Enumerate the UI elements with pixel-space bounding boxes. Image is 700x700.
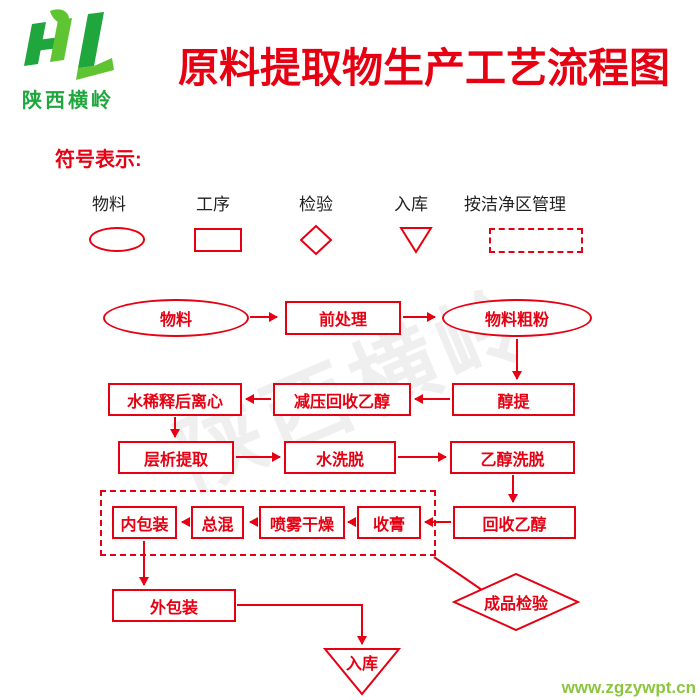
legend-label-process: 工序 [196,195,230,214]
flow-node-ethanol-recovery: 回收乙醇 [453,506,576,539]
flow-node-total-mixing: 总混 [191,506,244,539]
legend-label-clean-area: 按洁净区管理 [464,195,566,214]
legend-triangle-shape [399,227,433,254]
company-name: 陕西横岭 [22,90,114,112]
flow-node-alcohol-extraction: 醇提 [452,383,575,416]
flow-node-pretreatment: 前处理 [285,301,401,335]
flow-node-ethanol-elution: 乙醇洗脱 [450,441,575,474]
flow-node-finished-product-inspection: 成品检验 [483,596,548,613]
flow-node-material: 物料 [103,299,249,337]
legend-dashed-rectangle-shape [489,228,583,253]
flow-node-water-elution: 水洗脱 [284,441,396,474]
flow-node-outer-packaging: 外包装 [112,589,236,622]
legend-heading: 符号表示: [55,149,142,171]
page-title: 原料提取物生产工艺流程图 [178,45,670,91]
legend-rectangle-shape [194,228,242,252]
flow-node-vacuum-ethanol-recovery: 减压回收乙醇 [273,383,411,416]
flow-node-coarse-powder: 物料粗粉 [442,299,592,337]
legend-label-inspection: 检验 [299,195,333,214]
company-logo-icon [16,8,126,93]
clean-area-boundary [100,490,436,556]
legend-diamond-shape [299,224,333,256]
flow-node-paste-collection: 收膏 [357,506,421,539]
flow-node-water-dilution-centrifugation: 水稀释后离心 [108,383,242,416]
arrow-outer-packaging-to-warehousing [237,604,367,645]
legend-ellipse-shape [89,227,145,252]
flow-node-inner-packaging: 内包装 [112,506,177,539]
legend-label-material: 物料 [92,195,126,214]
flow-node-warehousing: 入库 [345,656,378,673]
legend-label-storage: 入库 [394,195,428,214]
flow-node-chromatography-extraction: 层析提取 [118,441,234,474]
flow-node-spray-drying: 喷雾干燥 [259,506,345,539]
line-clean-area-to-inspection [433,556,483,591]
footer-website-link[interactable]: www.zgzywpt.cn [561,678,696,697]
logo-hl-monogram-icon [24,9,114,80]
